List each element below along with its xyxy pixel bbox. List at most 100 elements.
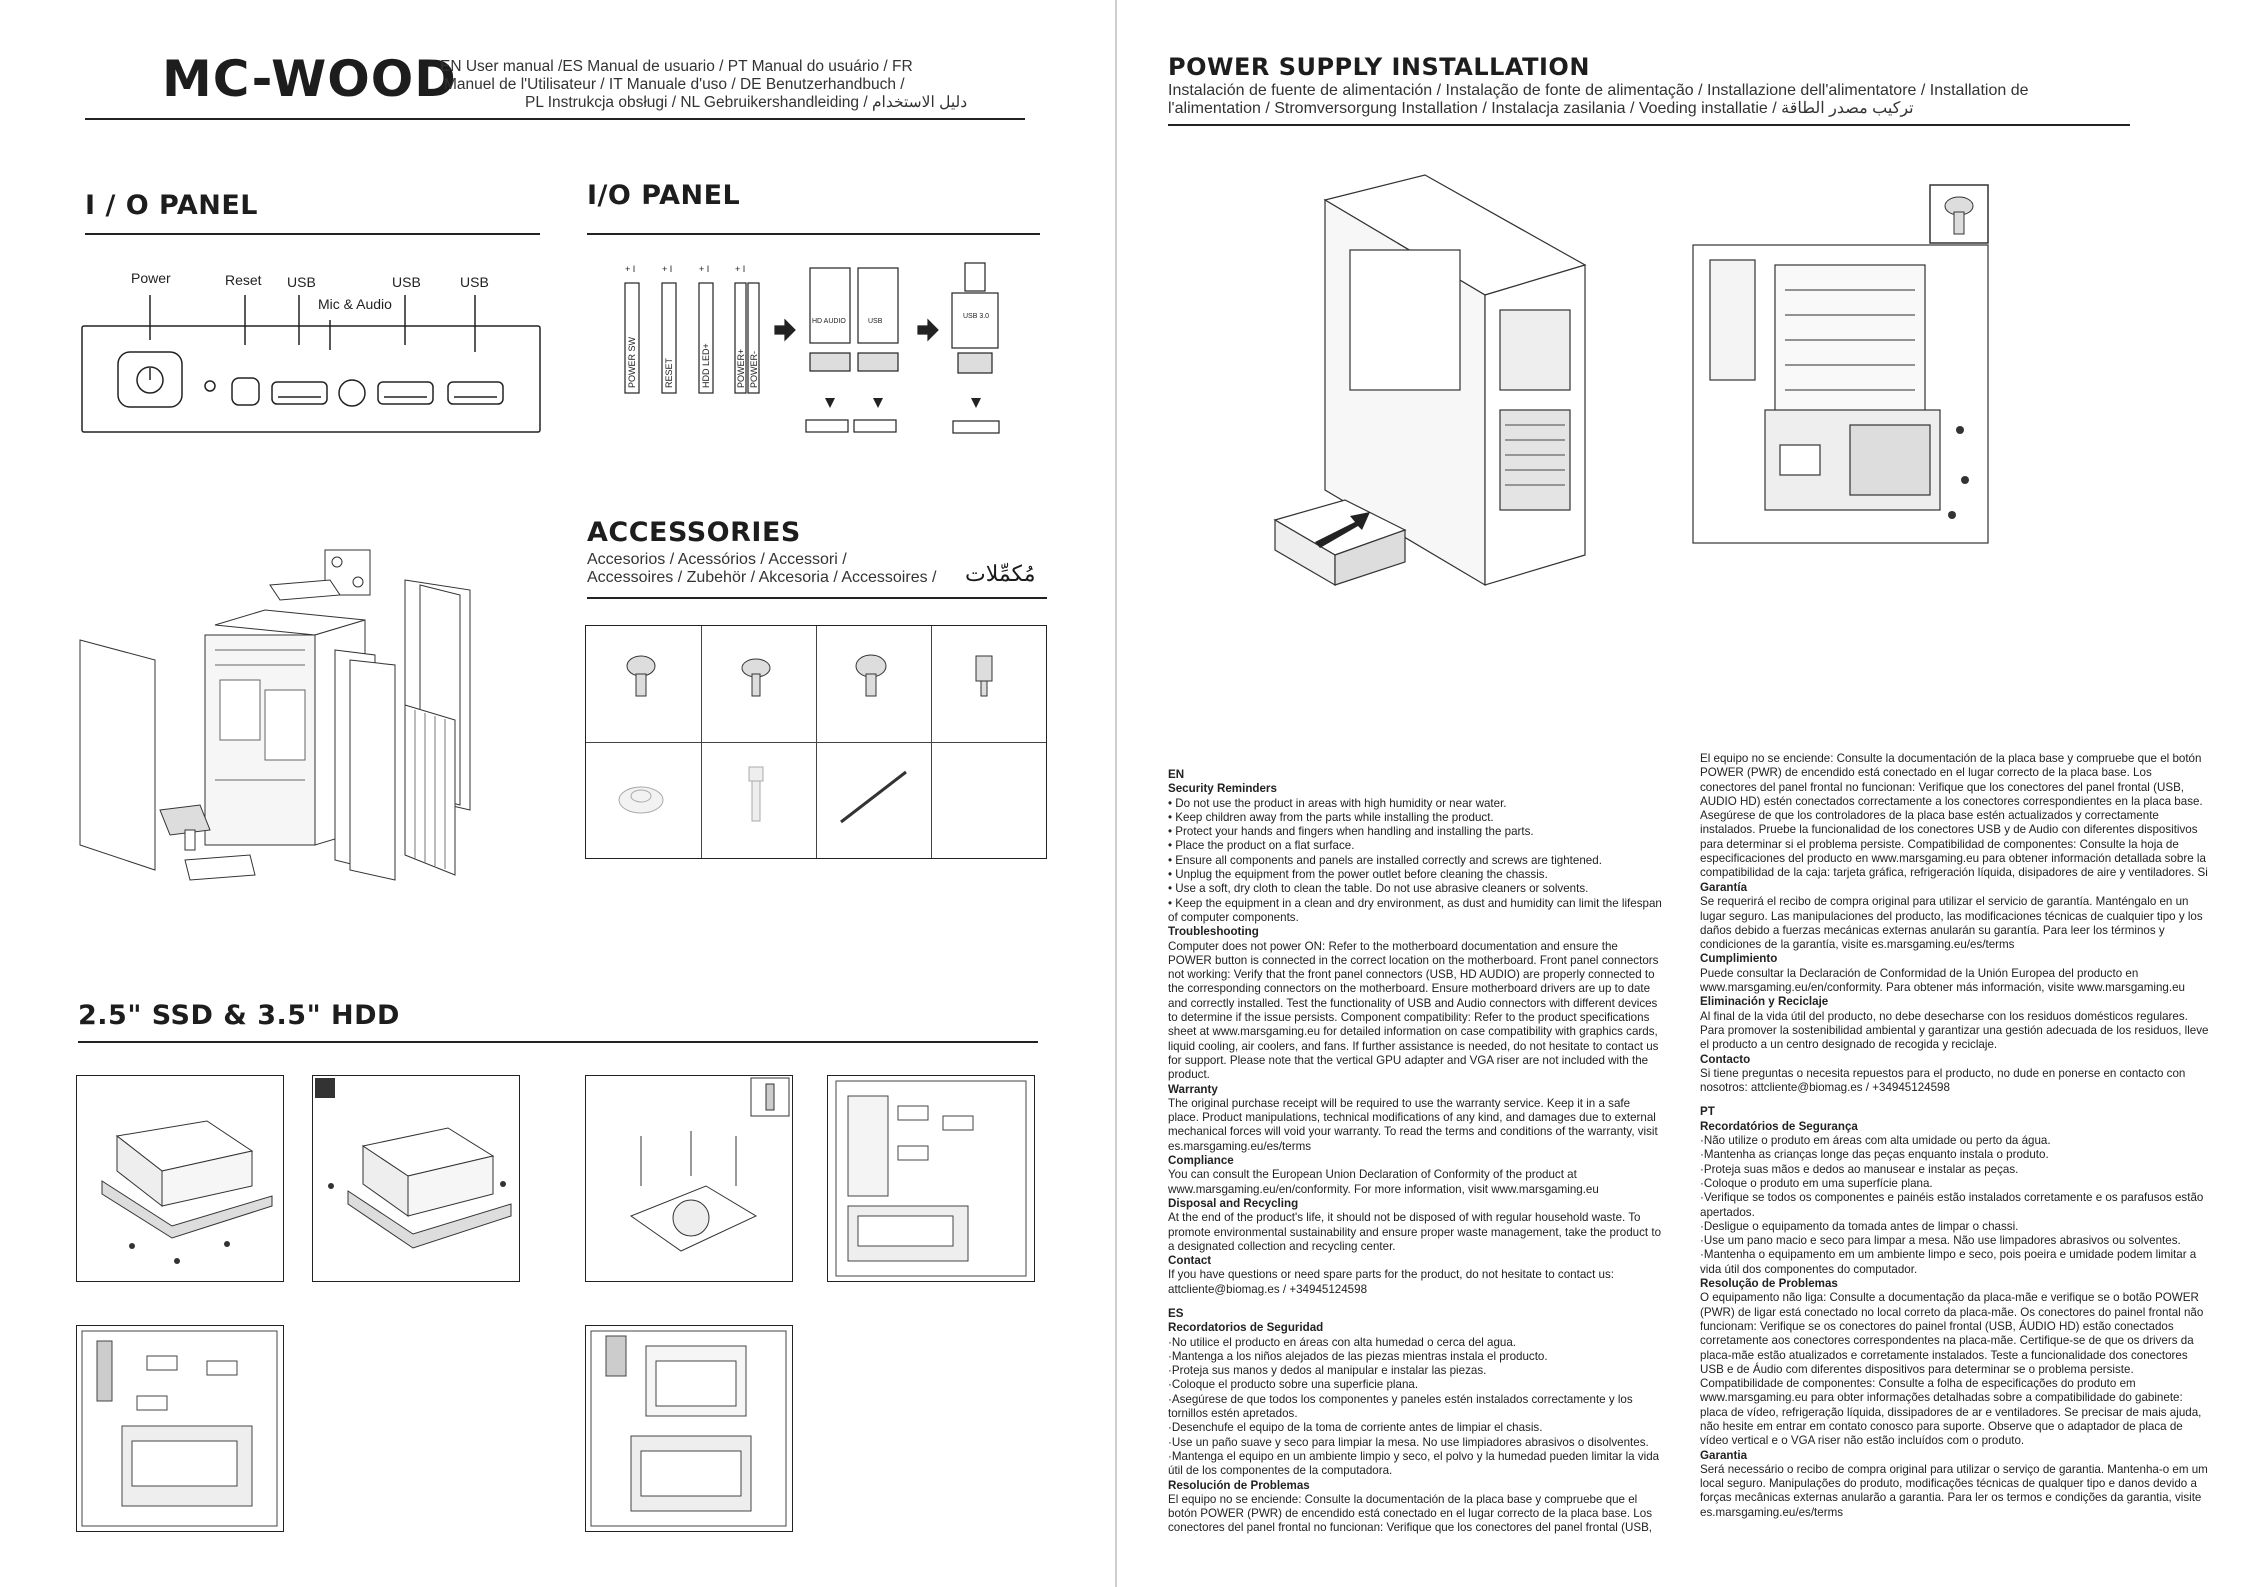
svg-text:+ I: + I: [699, 264, 709, 274]
es-sec2-cont: El equipo no se enciende: Consulte la do…: [1700, 752, 2208, 881]
accessories-line-1: Accesorios / Acessórios / Accessori /: [587, 551, 847, 568]
es-sec1-item: ·Use un paño suave y seco para limpiar l…: [1168, 1435, 1649, 1449]
usb-label-3: USB: [460, 274, 489, 290]
es-sec1-item: ·Coloque el producto sobre una superfici…: [1168, 1378, 1419, 1392]
en-sec1-item: • Unplug the equipment from the power ou…: [1168, 868, 1548, 882]
es-sec6-title: Contacto: [1700, 1052, 1751, 1066]
pt-sec3: Será necessário o recibo de compra origi…: [1700, 1462, 2208, 1519]
en-sec4-title: Compliance: [1168, 1154, 1234, 1168]
psu-insert-diagram: [1273, 174, 1587, 587]
usb-label-2: USB: [392, 274, 421, 290]
pt-sec1-item: ·Desligue o equipamento da tomada antes …: [1700, 1219, 2019, 1233]
hdd-step-1: [76, 1075, 284, 1282]
es-sec1-item: ·Asegúrese de que todos los componentes …: [1168, 1392, 1633, 1421]
hdd-step-2: [312, 1075, 520, 1282]
en-sec1-item: • Place the product on a flat surface.: [1168, 839, 1355, 853]
svg-text:+ I: + I: [625, 264, 635, 274]
svg-text:HD AUDIO: HD AUDIO: [812, 318, 846, 325]
en-sec6-title: Contact: [1168, 1254, 1212, 1268]
psu-rule: [1168, 124, 2130, 126]
en-sec2: Computer does not power ON: Refer to the…: [1168, 939, 1659, 1082]
es-sec1-item: ·Mantenga el equipo en un ambiente limpi…: [1168, 1449, 1660, 1478]
hdd-install-case-3: [585, 1325, 793, 1532]
accessories-line-2: Accessoires / Zubehör / Akcesoria / Acce…: [587, 569, 937, 586]
manual-line-3: PL Instrukcja obsługi / NL Gebruikershan…: [525, 94, 968, 111]
es-sec5: Al final de la vida útil del producto, n…: [1700, 1009, 2209, 1052]
accessories-arabic: مُكمِّلات: [965, 561, 1036, 586]
es-sec4-title: Cumplimiento: [1700, 952, 1778, 966]
es-sec4: Puede consultar la Declaración de Confor…: [1700, 966, 2185, 995]
accessories-languages: Accesorios / Acessórios / Accessori / Ac…: [587, 551, 936, 587]
pt-sec2-title: Resolução de Problemas: [1700, 1277, 1838, 1291]
es-sec2-part1: El equipo no se enciende: Consulte la do…: [1168, 1492, 1653, 1536]
en-sec1-item: • Keep children away from the parts whil…: [1168, 810, 1494, 824]
usb-label-1: USB: [287, 274, 316, 290]
pt-sec1-item: ·Verifique se todos os componentes e pai…: [1700, 1191, 2204, 1219]
es-sec1-item: ·Desenchufe el equipo de la toma de corr…: [1168, 1421, 1543, 1435]
psu-line-2: l'alimentation / Stromversorgung Install…: [1168, 100, 1914, 117]
hdd-install-case-2: [76, 1325, 284, 1532]
es-sec2-title: Resolución de Problemas: [1168, 1478, 1310, 1492]
svg-text:USB: USB: [868, 318, 883, 325]
en-sec1-item: • Ensure all components and panels are i…: [1168, 853, 1602, 867]
es-lang: ES: [1168, 1306, 1184, 1320]
svg-text:+ I: + I: [735, 264, 745, 274]
exploded-case-diagram: [79, 549, 471, 881]
en-sec1-item: • Do not use the product in areas with h…: [1168, 796, 1507, 810]
en-sec6: If you have questions or need spare part…: [1168, 1268, 1614, 1296]
accessory-cable-tie: [816, 742, 932, 858]
io-connector-diagram: + I+ I+ I+ I POWER SW RESET HDD LED+ POW…: [624, 262, 1000, 434]
accessories-rule: [587, 597, 1047, 599]
power-label: Power: [131, 270, 171, 286]
pt-sec1-item: ·Coloque o produto em uma superfície pla…: [1700, 1176, 1933, 1190]
en-sec3-title: Warranty: [1168, 1082, 1218, 1096]
pt-sec1-title: Recordatórios de Segurança: [1700, 1119, 1858, 1133]
page-divider: [1115, 0, 1117, 1587]
manual-languages: EN User manual /ES Manual de usuario / P…: [440, 58, 980, 112]
io-panel-rule: [85, 233, 540, 235]
mic-audio-label: Mic & Audio: [318, 296, 392, 312]
en-sec3: The original purchase receipt will be re…: [1168, 1096, 1658, 1153]
io-panel-title: I / O PANEL: [85, 190, 259, 221]
accessory-screw-3: [816, 626, 932, 743]
ssd-hdd-rule: [78, 1041, 1038, 1043]
en-sec2-title: Troubleshooting: [1168, 925, 1259, 939]
accessory-thumb-screw: [701, 742, 817, 858]
svg-text:USB 3.0: USB 3.0: [963, 313, 989, 320]
accessory-empty: [931, 742, 1046, 858]
psu-languages: Instalación de fuente de alimentación / …: [1168, 82, 2128, 118]
manual-line-1: EN User manual /ES Manual de usuario / P…: [440, 58, 913, 75]
accessory-screw-2: [701, 626, 817, 743]
io-panel-title-2: I/O PANEL: [587, 180, 741, 211]
pt-sec1-item: ·Use um pano macio e seco para limpar a …: [1700, 1234, 2181, 1248]
pt-sec1-item: ·Mantenha o equipamento em um ambiente l…: [1700, 1248, 2197, 1276]
en-sec5-title: Disposal and Recycling: [1168, 1196, 1299, 1210]
en-sec4: You can consult the European Union Decla…: [1168, 1168, 1599, 1196]
io-panel-rule-2: [587, 233, 1040, 235]
accessory-standoff: [931, 626, 1046, 743]
es-sec1-item: ·Mantenga a los niños alejados de las pi…: [1168, 1349, 1548, 1363]
pt-sec1-item: ·Não utilize o produto em áreas com alta…: [1700, 1134, 2051, 1148]
pt-sec3-title: Garantia: [1700, 1448, 1748, 1462]
accessory-screw-1: [586, 626, 702, 743]
accessories-title: ACCESSORIES: [587, 517, 801, 548]
en-lang: EN: [1168, 768, 1185, 781]
es-sec3: Se requerirá el recibo de compra origina…: [1700, 895, 2203, 952]
en-sec1-item: • Keep the equipment in a clean and dry …: [1168, 896, 1662, 924]
en-sec1-title: Security Reminders: [1168, 782, 1277, 796]
es-sec6: Si tiene preguntas o necesita repuestos …: [1700, 1066, 2186, 1095]
pt-sec1-item: ·Proteja suas mãos e dedos ao manusear e…: [1700, 1162, 2019, 1176]
psu-title: POWER SUPPLY INSTALLATION: [1168, 53, 1590, 81]
conn-power-minus: POWER-: [749, 351, 759, 388]
es-sec5-title: Eliminación y Reciclaje: [1700, 995, 1829, 1009]
hdd-install-case-1: [827, 1075, 1035, 1282]
es-sec1-item: ·Proteja sus manos y dedos al manipular …: [1168, 1364, 1487, 1378]
pt-sec1-item: ·Mantenha as crianças longe das peças en…: [1700, 1148, 2049, 1162]
io-panel-front-diagram: [81, 295, 541, 433]
svg-text:+ I: + I: [662, 264, 672, 274]
accessory-rubber-grommet: [586, 742, 702, 858]
manual-line-2: Manuel de l'Utilisateur / IT Manuale d'u…: [444, 76, 905, 93]
brand-title: MC-WOOD: [162, 50, 457, 108]
pt-sec2: O equipamento não liga: Consulte a docum…: [1700, 1291, 2204, 1448]
ssd-step-1: [585, 1075, 793, 1282]
